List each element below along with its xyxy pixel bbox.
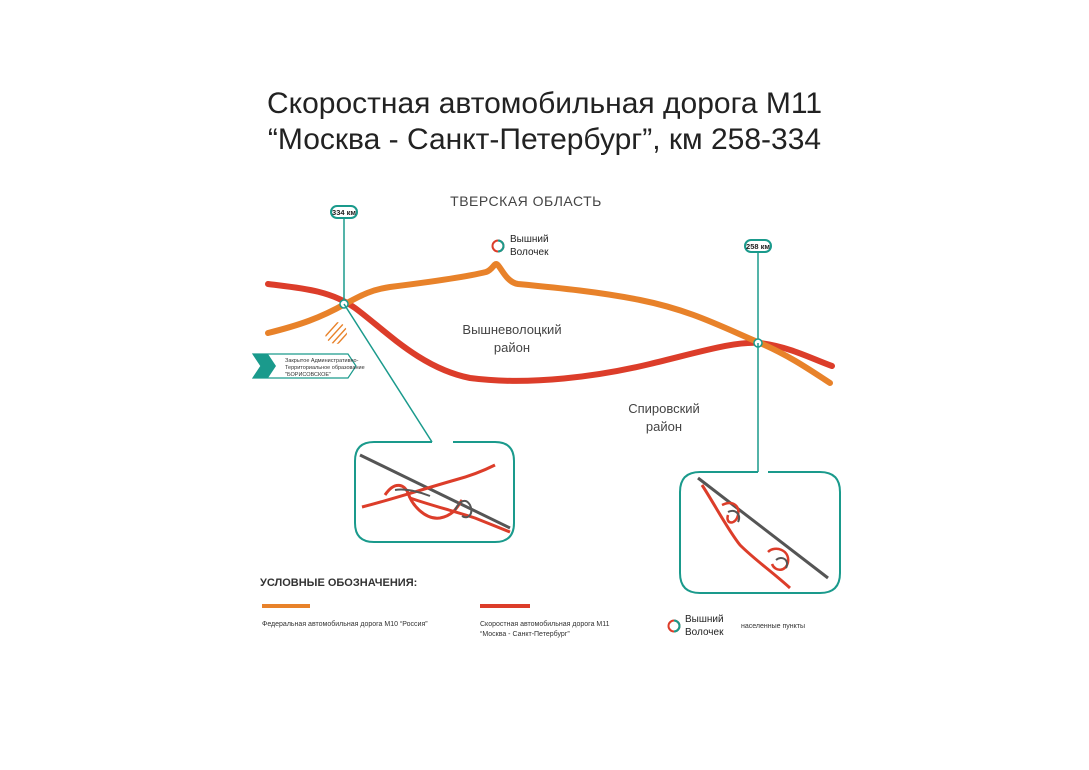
district-vyshnevolotsky-line1: Вышневолоцкий xyxy=(462,322,561,337)
legend-heading: УСЛОВНЫЕ ОБОЗНАЧЕНИЯ: xyxy=(260,577,417,589)
m10-road xyxy=(265,260,833,386)
settlement-label-line1: Вышний xyxy=(510,234,549,245)
km258-label: 258 км xyxy=(746,242,770,251)
settlement-vyshny-volochek: Вышний Волочек xyxy=(491,234,549,258)
legend-m11-label-line2: “Москва - Санкт-Петербург” xyxy=(480,630,570,638)
legend: УСЛОВНЫЕ ОБОЗНАЧЕНИЯ: Федеральная автомо… xyxy=(260,577,805,638)
map-title-line2: “Москва - Санкт-Петербург”, км 258-334 xyxy=(267,123,822,156)
legend-m10-label: Федеральная автомобильная дорога М10 “Ро… xyxy=(262,620,428,628)
map-title-line1: Скоростная автомобильная дорога М11 xyxy=(266,87,822,120)
legend-settlement-line2: Волочек xyxy=(685,627,724,638)
district-spirovsky-line1: Спировский xyxy=(628,401,700,416)
zato-sign: Закрытое Административно- Территориально… xyxy=(251,353,365,379)
zato-hatch-icon xyxy=(325,322,347,344)
legend-m11-label-line1: Скоростная автомобильная дорога М11 xyxy=(480,620,610,628)
district-vyshnevolotsky-line2: район xyxy=(494,340,530,355)
zato-text-line2: Территориальное образование xyxy=(285,365,365,371)
interchange-detail-334 xyxy=(354,441,515,543)
km258-marker: 258 км xyxy=(744,239,772,472)
zato-text-line1: Закрытое Административно- xyxy=(285,358,359,364)
district-spirovsky-line2: район xyxy=(646,419,682,434)
legend-settlement-line1: Вышний xyxy=(685,614,724,625)
settlement-label-line2: Волочек xyxy=(510,247,549,258)
legend-settlement-symbol xyxy=(667,619,681,633)
km334-label: 334 км xyxy=(332,208,356,217)
region-label: ТВЕРСКАЯ ОБЛАСТЬ xyxy=(450,193,602,209)
interchange-detail-258 xyxy=(679,471,841,594)
legend-settlement-desc: населенные пункты xyxy=(741,623,805,630)
km334-marker: 334 км xyxy=(330,205,433,443)
zato-text-line3: "БОРИСОВСКОЕ" xyxy=(285,372,331,378)
